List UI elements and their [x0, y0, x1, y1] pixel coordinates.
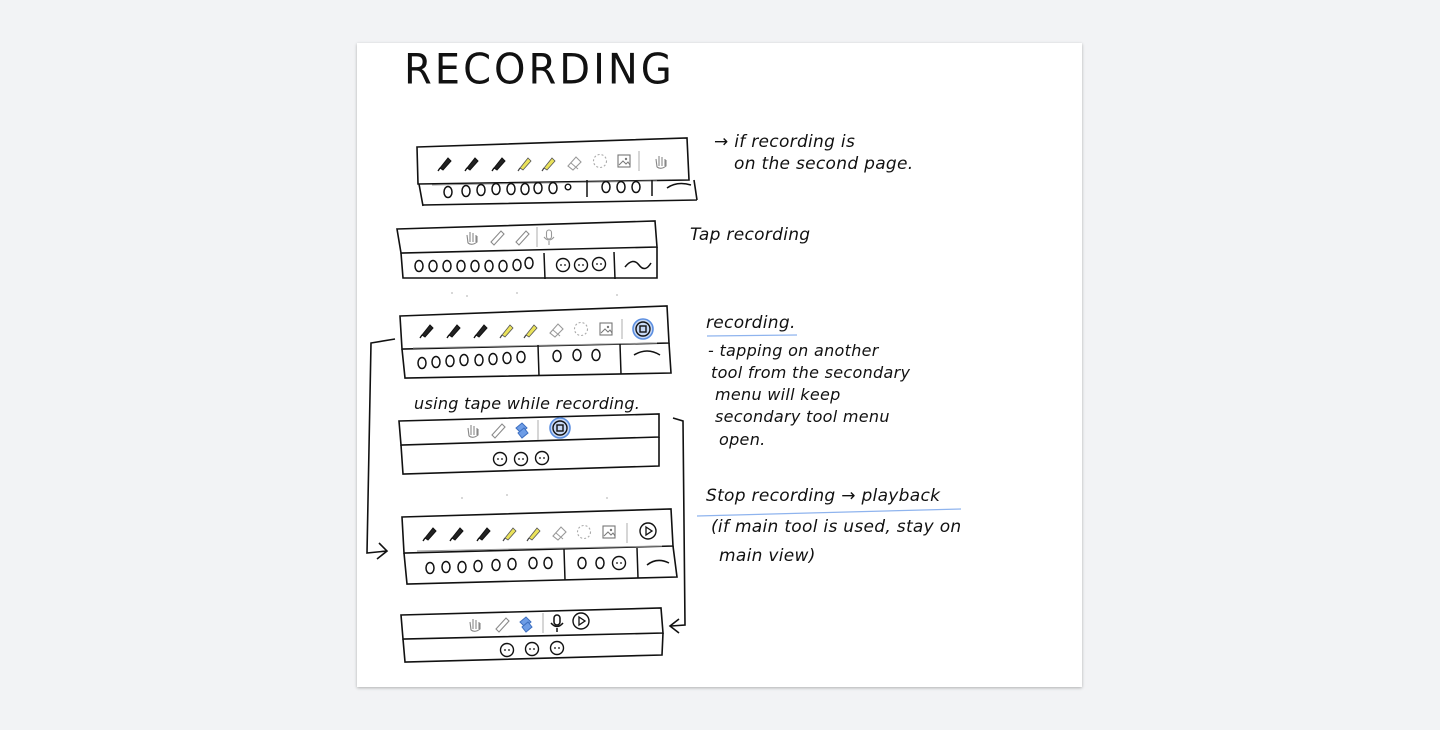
- note-stop-recording: Stop recording → playback: [706, 486, 941, 506]
- toolbar-sketch-1: [416, 137, 698, 207]
- faint-marks: [451, 292, 618, 499]
- toolbar-sketch-6: [400, 607, 664, 663]
- note-recording-body-5: open.: [719, 430, 766, 449]
- note-stop-detail-1: (if main tool is used, stay on: [711, 517, 962, 537]
- toolbar-sketch-5: [401, 508, 678, 585]
- note-second-page-line1: → if recording is: [714, 132, 856, 152]
- toolbar-sketch-3: [399, 305, 672, 379]
- toolbar-sketch-4: [398, 413, 660, 475]
- note-recording-body-1: - tapping on another: [708, 341, 879, 360]
- note-stop-detail-2: main view): [719, 546, 816, 566]
- note-recording-heading: recording.: [706, 313, 796, 333]
- page-title: RECORDING: [404, 45, 675, 95]
- note-tap-recording: Tap recording: [690, 225, 811, 245]
- annotation-underlines: [696, 334, 962, 517]
- flow-arrows: [366, 338, 686, 634]
- sketch-drawing: [366, 137, 962, 663]
- sketch-canvas: RECORDING → if recording is on the secon…: [357, 43, 1082, 687]
- note-recording-body-4: secondary tool menu: [715, 407, 890, 426]
- toolbar-sketch-2: [396, 220, 658, 280]
- note-recording-body-3: menu will keep: [715, 385, 841, 404]
- note-recording-body-2: tool from the secondary: [711, 363, 911, 382]
- note-second-page-line2: on the second page.: [734, 154, 914, 174]
- note-using-tape: using tape while recording.: [414, 394, 641, 413]
